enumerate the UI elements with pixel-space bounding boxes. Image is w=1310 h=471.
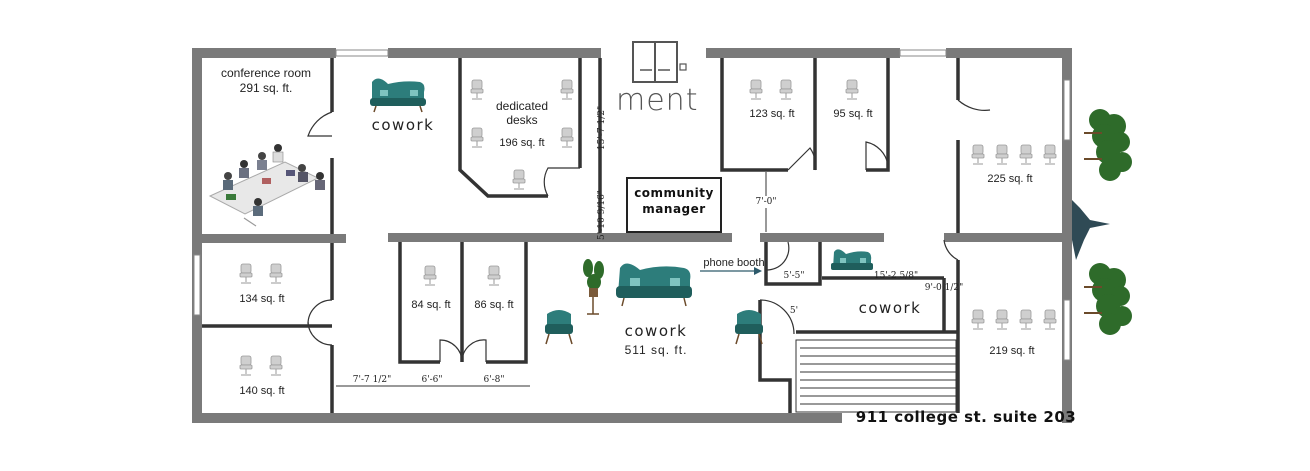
office-219-size: 219 sq. ft [989, 345, 1034, 357]
cowork-right-label: cowork [859, 299, 922, 317]
outer-walls [192, 48, 1072, 423]
cowork-main-size: 511 sq. ft. [625, 343, 688, 357]
dimension-label: 6'-8" [483, 375, 504, 385]
office-134-size: 134 sq. ft [239, 293, 284, 305]
dimension-label: 15'-2 5/8" [874, 271, 918, 281]
windows [193, 49, 1071, 361]
dimension-label: 5'-10 9/16" [597, 190, 607, 240]
office-84-size: 84 sq. ft [411, 299, 450, 311]
community-manager-line2: manager [642, 202, 705, 216]
office-140-size: 140 sq. ft [239, 385, 284, 397]
address-label: 911 college st. suite 203 [856, 408, 1076, 426]
door-swings [307, 99, 991, 363]
conference-table-icon [208, 144, 325, 227]
staircase [795, 339, 957, 413]
phone-booth-arrow-icon [700, 267, 762, 275]
dimension-label: 5'-5" [783, 271, 804, 281]
office-chairs-219 [971, 309, 1057, 330]
dimension-lines [336, 172, 767, 387]
dedicated-desks-name-line2: desks [506, 113, 537, 127]
fountain-icon [1072, 200, 1110, 260]
dimension-label: 5' [790, 306, 798, 316]
cowork-top-label: cowork [372, 116, 435, 134]
plant-icon [583, 259, 604, 315]
dimension-label: 9'-0 1/2" [925, 283, 963, 293]
dedicated-desks-size: 196 sq. ft [499, 137, 544, 149]
dimension-label: 15'-7 1/2" [597, 106, 607, 150]
sofa-icon [370, 78, 426, 113]
conference-room-size: 291 sq. ft. [240, 81, 293, 95]
cowork-main-label: cowork [625, 322, 688, 340]
conference-room-name: conference room [221, 66, 311, 80]
office-chairs-top-right [749, 79, 1057, 165]
sofa-icon [831, 249, 873, 270]
brand-name: ment [616, 83, 698, 118]
armchair-icon [544, 309, 574, 345]
office-123-size: 123 sq. ft [749, 108, 794, 120]
tree-icon [1084, 263, 1132, 335]
community-manager-line1: community [634, 186, 714, 200]
office-95-size: 95 sq. ft [833, 108, 872, 120]
dedicated-desks-name-line1: dedicated [496, 99, 548, 113]
phone-booth-label: phone booth [703, 257, 764, 269]
dedicated-desk-chairs [470, 79, 574, 190]
sofa-icon [616, 263, 692, 307]
office-225-size: 225 sq. ft [987, 173, 1032, 185]
tree-icon [1084, 109, 1132, 181]
dimension-label: 7'-0" [755, 197, 776, 207]
office-chairs-left [239, 263, 283, 376]
office-86-size: 86 sq. ft [474, 299, 513, 311]
dimension-label: 6'-6" [421, 375, 442, 385]
brand-logo [632, 41, 687, 83]
dimension-label: 7'-7 1/2" [353, 375, 391, 385]
interior-walls [202, 58, 1062, 413]
community-manager-desk [626, 177, 722, 233]
